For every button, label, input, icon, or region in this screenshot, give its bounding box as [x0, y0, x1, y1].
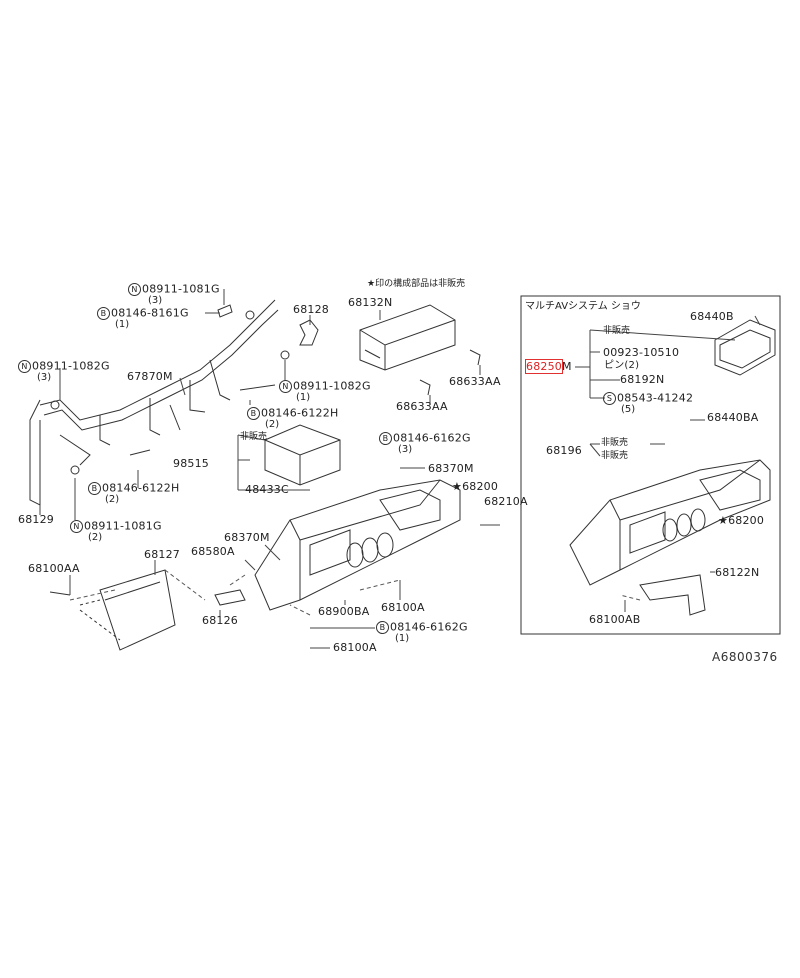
bracket-68128: [300, 320, 318, 345]
qty-08146-6122h-mid: (2): [265, 419, 280, 430]
b-circle-icon: B: [247, 407, 260, 420]
document-id: A6800376: [712, 650, 778, 664]
label-68100a-1: 68100A: [381, 601, 425, 614]
qty-08146-6122h-left: (2): [105, 494, 120, 505]
clip-68633aa-2: [420, 380, 430, 395]
qty-08911-1082g-mid: (1): [296, 392, 311, 403]
qty-08146-6162g-top: (3): [398, 444, 413, 455]
label-68132n: 68132N: [348, 296, 393, 309]
bracket-68126: [215, 590, 245, 605]
label-68126: 68126: [202, 614, 238, 627]
label-inset-non-sale-2: 非販売: [601, 438, 629, 448]
label-inset-non-sale: 非販売: [603, 326, 631, 336]
n-circle-icon: N: [70, 520, 83, 533]
label-pin-qty: ピン(2): [604, 360, 640, 371]
n-circle-icon: N: [18, 360, 31, 373]
qty-08543-41242: (5): [621, 404, 636, 415]
qty-08911-1081g-bot: (2): [88, 532, 103, 543]
b-circle-icon: B: [88, 482, 101, 495]
label-68128: 68128: [293, 303, 329, 316]
n-circle-icon: N: [128, 283, 141, 296]
label-48433c: 48433C: [245, 483, 289, 496]
duct-68132n: [360, 305, 455, 370]
label-67870m: 67870M: [127, 370, 173, 383]
label-68210a: 68210A: [484, 495, 528, 508]
label-68633aa-2: 68633AA: [396, 400, 448, 413]
qty-08911-1082g-left: (3): [37, 372, 52, 383]
label-68200-inset: ★68200: [718, 514, 765, 527]
n-circle-icon: N: [279, 380, 292, 393]
label-68250m: 68250M: [525, 359, 572, 374]
label-non-sale-1: 非販売: [240, 432, 268, 442]
inset-panel: [570, 460, 770, 585]
b-circle-icon: B: [379, 432, 392, 445]
label-inset-non-sale-3: 非販売: [601, 451, 629, 461]
label-98515: 98515: [173, 457, 209, 470]
qty-08911-1081g-top: (3): [148, 295, 163, 306]
label-68370m-1: 68370M: [428, 462, 474, 475]
bolts-left: [50, 305, 275, 595]
leader-lines: [40, 289, 760, 648]
label-68129: 68129: [18, 513, 54, 526]
label-68580a: 68580A: [191, 545, 235, 558]
label-68440b: 68440B: [690, 310, 734, 323]
label-68100aa-left: 68100AA: [28, 562, 80, 575]
label-68900ba: 68900BA: [318, 605, 370, 618]
label-68192n: 68192N: [620, 373, 665, 386]
qty-08146-8161g: (1): [115, 319, 130, 330]
airbag-98515: [265, 425, 340, 485]
inset-title: マルチAVシステム ショウ: [525, 301, 641, 312]
non-sale-note: ★印の構成部品は非販売: [367, 279, 466, 289]
label-68127: 68127: [144, 548, 180, 561]
label-68196: 68196: [546, 444, 582, 457]
inset-frame: [521, 296, 780, 634]
clip-68633aa-1: [470, 350, 480, 365]
label-68200-main: ★68200: [452, 480, 499, 493]
label-68122n: 68122N: [715, 566, 760, 579]
label-68100ab: 68100AB: [589, 613, 641, 626]
bracket-68122n: [640, 575, 705, 615]
instrument-panel-main: [255, 480, 460, 610]
steering-beam-drawing: [30, 300, 289, 505]
dashed-guides: [70, 570, 640, 615]
label-68440ba: 68440BA: [707, 411, 759, 424]
b-circle-icon: B: [376, 621, 389, 634]
av-unit-inset: [715, 320, 775, 375]
label-68370m-2: 68370M: [224, 531, 270, 544]
s-circle-icon: S: [603, 392, 616, 405]
label-68633aa-1: 68633AA: [449, 375, 501, 388]
qty-08146-6162g-bot: (1): [395, 633, 410, 644]
label-68100a-2: 68100A: [333, 641, 377, 654]
glovebox-68127: [80, 570, 175, 650]
label-00923-10510: 00923-10510: [603, 346, 680, 359]
b-circle-icon: B: [97, 307, 110, 320]
